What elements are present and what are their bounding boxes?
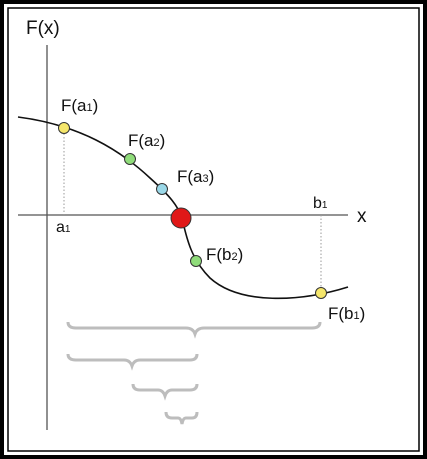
brace-level-1	[66, 321, 322, 339]
point-fb2	[190, 255, 202, 267]
tick-label-b1: b1	[313, 195, 328, 212]
point-fa3	[156, 183, 168, 195]
label-fa2: F(a2)	[128, 131, 165, 150]
x-axis-label: x	[357, 206, 367, 227]
tick-label-a1: a1	[56, 219, 71, 236]
point-fb1	[315, 287, 327, 299]
y-axis-label: F(x)	[26, 18, 60, 39]
label-fb1: F(b1)	[328, 304, 365, 323]
label-fa3: F(a3)	[177, 167, 214, 186]
label-fa1: F(a1)	[61, 96, 98, 115]
point-fa1	[58, 122, 70, 134]
frame-inner	[7, 7, 420, 452]
brace-level-4	[164, 411, 199, 425]
point-fa2	[124, 153, 136, 165]
point-root	[170, 207, 192, 229]
brace-level-2	[66, 353, 199, 371]
brace-level-3	[131, 383, 199, 401]
function-curve	[17, 116, 349, 300]
label-fb2: F(b2)	[206, 245, 243, 264]
